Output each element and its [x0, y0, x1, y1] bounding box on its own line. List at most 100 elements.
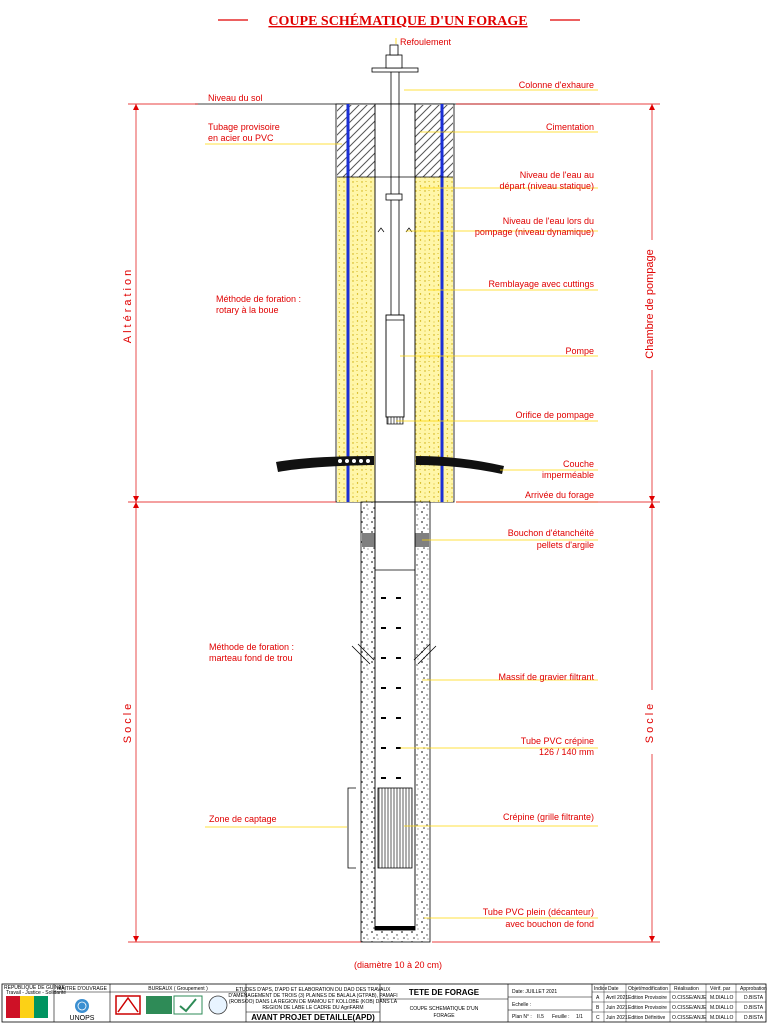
tb-bureaux: BUREAUX ( Groupement ) [148, 986, 208, 992]
tb-project-line-1: ETUDES D'APS, D'APD ET ELABORATION DU DA… [236, 987, 391, 993]
label-methode-rotary-1: Méthode de foration : [216, 294, 301, 304]
tb-maitre-ouvrage: MAITRE D'OUVRAGE [57, 986, 108, 992]
rev-a-0: A [596, 995, 600, 1001]
label-refoulement: Refoulement [400, 37, 452, 47]
rev-a-5: D.BISTA [744, 995, 764, 1001]
label-niveau-statique-2: départ (niveau statique) [499, 181, 594, 191]
label-couche-2: imperméable [542, 470, 594, 480]
title-group: COUPE SCHÉMATIQUE D'UN FORAGE [218, 12, 580, 29]
rev-b-0: B [596, 1005, 600, 1011]
upper-borehole [335, 103, 455, 503]
label-bouchon-1: Bouchon d'étanchéité [508, 528, 594, 538]
rev-h-realisation: Réalisation [674, 986, 699, 992]
impermeable-layer [276, 456, 504, 474]
casing-slots [381, 597, 401, 779]
backfill-right [415, 177, 453, 502]
label-niveau-statique-1: Niveau de l'eau au [520, 170, 594, 180]
rev-b-1: Juin 2021 [606, 1005, 628, 1011]
label-arrivee: Arrivée du forage [525, 490, 594, 500]
tb-project-line-3: (ROBSOO) DANS LA REGION DE MAMOU ET KOLL… [229, 999, 398, 1005]
tb-sheet-subtitle-1: COUPE SCHEMATIQUE D'UN [410, 1006, 479, 1012]
rev-c-4: M.DIALLO [710, 1015, 733, 1021]
label-niveau-sol: Niveau du sol [208, 93, 263, 103]
rev-a-4: M.DIALLO [710, 995, 733, 1001]
label-crepine: Crépine (grille filtrante) [503, 812, 594, 822]
tb-unops: UNOPS [70, 1015, 95, 1022]
capture-zone-bracket [347, 787, 356, 869]
rev-c-2: Edition Définitive [628, 1015, 665, 1021]
rev-b-4: M.DIALLO [710, 1005, 733, 1011]
tb-plan-value: II.5 [537, 1014, 544, 1020]
tb-plan-label: Plan N° : [512, 1014, 532, 1020]
label-methode-marteau-2: marteau fond de trou [209, 653, 293, 663]
rev-b-5: D.BISTA [744, 1005, 764, 1011]
lower-borehole [347, 501, 437, 943]
label-tubage-2: en acier ou PVC [208, 133, 274, 143]
rev-b-3: O.CISSE/ANJE [672, 1005, 707, 1011]
backfill-left [337, 177, 375, 502]
leader-lines [205, 38, 598, 919]
annotations: Refoulement Niveau du sol Colonne d'exha… [208, 37, 594, 970]
partner-logos-icon [115, 995, 228, 1015]
screen-section [377, 787, 413, 869]
rev-h-approbation: Approbation [740, 986, 767, 992]
rev-h-date: Date [608, 986, 619, 992]
tb-sheet-title: TETE DE FORAGE [409, 988, 480, 997]
submersible-pump [385, 314, 405, 425]
cement-left [337, 105, 375, 177]
rev-c-1: Juin 2021 [606, 1015, 628, 1021]
title-block: REPUBLIQUE DE GUINEE Travail - Justice -… [1, 983, 767, 1023]
label-niveau-dynamique-2: pompage (niveau dynamique) [475, 227, 594, 237]
fracture-marks [351, 643, 437, 665]
pumping-chamber-label: Chambre de pompage [644, 249, 656, 358]
label-tube-crepine-2: 126 / 140 mm [539, 747, 594, 757]
label-tube-plein-2: avec bouchon de fond [505, 919, 594, 929]
label-pompe: Pompe [565, 346, 594, 356]
label-cimentation: Cimentation [546, 122, 594, 132]
un-emblem-icon [75, 999, 89, 1013]
label-tubage-1: Tubage provisoire [208, 122, 280, 132]
sump-bottom-cap [375, 926, 415, 930]
page-title: COUPE SCHÉMATIQUE D'UN FORAGE [268, 12, 527, 29]
label-massif: Massif de gravier filtrant [498, 672, 594, 682]
revision-table [592, 984, 766, 1022]
rev-c-5: D.BISTA [744, 1015, 764, 1021]
tb-project-line-2: D'AMENAGEMENT DE TROIS (3) PLAINES DE BA… [228, 993, 397, 999]
pump-intake [386, 416, 404, 425]
label-diametre: (diamètre 10 à 20 cm) [354, 960, 442, 970]
tb-echelle: Echelle : [512, 1002, 531, 1008]
rev-c-3: O.CISSE/ANJE [672, 1015, 707, 1021]
rev-h-objet: Objet/modification [628, 986, 668, 992]
label-couche-1: Couche [563, 459, 594, 469]
tb-project-line-4: REGION DE LABE LE CADRE DU AgriFARM [262, 1005, 363, 1011]
rev-c-0: C [596, 1015, 600, 1021]
tb-feuille-value: 1/1 [576, 1014, 583, 1020]
label-methode-marteau-1: Méthode de foration : [209, 642, 294, 652]
riser-pipe [371, 44, 419, 315]
tb-date: Date: JUILLET 2021 [512, 989, 557, 995]
socle-zone-label-left: Socle [122, 701, 134, 744]
rev-h-verif: Vérif. par [710, 986, 731, 992]
alteration-zone-label: Altération [122, 267, 134, 343]
clay-seal-left [362, 533, 375, 547]
label-methode-rotary-2: rotary à la boue [216, 305, 279, 315]
tb-feuille-label: Feuille : [552, 1014, 570, 1020]
label-colonne-exhaure: Colonne d'exhaure [519, 80, 594, 90]
socle-zone-label-right: Socle [644, 701, 656, 744]
label-zone-captage: Zone de captage [209, 814, 277, 824]
tb-sheet-subtitle-2: FORAGE [433, 1013, 455, 1019]
rev-a-3: O.CISSE/ANJE [672, 995, 707, 1001]
tb-phase: AVANT PROJET DETAILLE(APD) [251, 1013, 375, 1022]
tb-devise: Travail - Justice - Solidarité [6, 990, 66, 996]
dimension-arrows [133, 104, 655, 942]
rev-b-2: Edition Provisoire [628, 1005, 667, 1011]
label-tube-crepine-1: Tube PVC crépine [521, 736, 594, 746]
rev-a-2: Edition Provisoire [628, 995, 667, 1001]
tb-republique: REPUBLIQUE DE GUINEE [4, 985, 66, 991]
label-bouchon-2: pellets d'argile [537, 540, 594, 550]
label-niveau-dynamique-1: Niveau de l'eau lors du [503, 216, 594, 226]
cement-right [415, 105, 453, 177]
label-tube-plein-1: Tube PVC plein (décanteur) [483, 907, 594, 917]
label-remblayage: Remblayage avec cuttings [488, 279, 594, 289]
